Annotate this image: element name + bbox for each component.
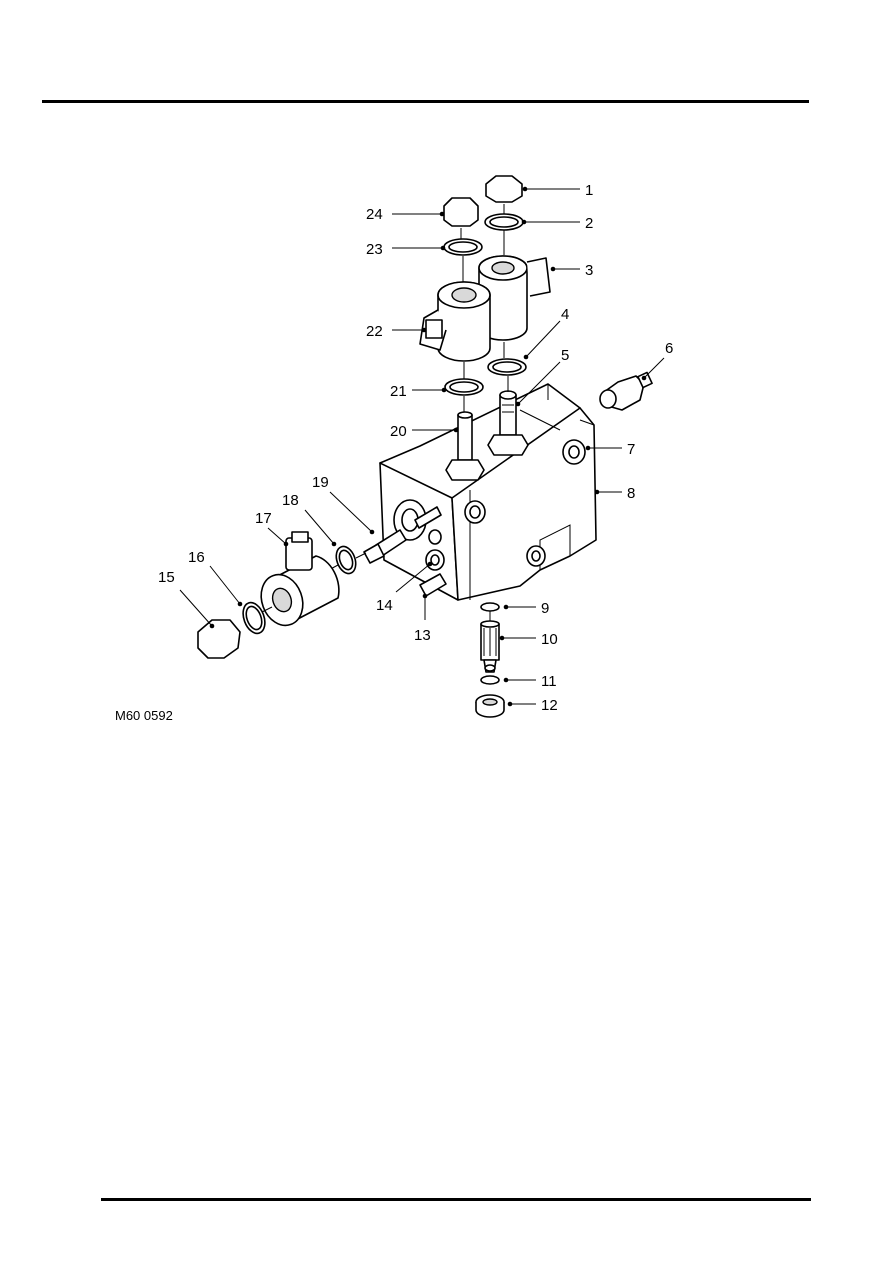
callout-18: 18 <box>282 492 299 509</box>
callout-19: 19 <box>312 474 329 491</box>
callout-9: 9 <box>541 600 549 617</box>
callout-labels: 1 2 3 4 5 6 7 8 9 10 11 12 13 14 15 16 1… <box>158 182 673 714</box>
callout-16: 16 <box>188 549 205 566</box>
callout-11: 11 <box>541 673 557 690</box>
callout-21: 21 <box>390 383 407 400</box>
callout-24: 24 <box>366 206 383 223</box>
solenoid-left <box>419 197 491 412</box>
callout-1: 1 <box>585 182 593 199</box>
callout-10: 10 <box>541 631 558 648</box>
valve-stem-left <box>445 411 485 481</box>
callout-20: 20 <box>390 423 407 440</box>
callout-12: 12 <box>541 697 558 714</box>
figure-reference: M60 0592 <box>115 708 173 723</box>
callout-5: 5 <box>561 347 569 364</box>
callout-2: 2 <box>585 215 593 232</box>
callout-13: 13 <box>414 627 431 644</box>
solenoid-right <box>478 175 551 392</box>
callout-15: 15 <box>158 569 175 586</box>
callout-8: 8 <box>627 485 635 502</box>
callout-3: 3 <box>585 262 593 279</box>
footer-rule <box>101 1198 811 1201</box>
header-rule <box>42 100 809 103</box>
pressure-sensor <box>599 371 653 411</box>
callout-22: 22 <box>366 323 383 340</box>
callout-23: 23 <box>366 241 383 258</box>
callout-17: 17 <box>255 510 272 527</box>
valve-stem-right <box>487 390 529 456</box>
filter-assembly <box>475 602 505 718</box>
valve-block-body <box>379 383 597 601</box>
leader-lines <box>179 186 665 707</box>
solenoid-front <box>197 529 407 659</box>
callout-14: 14 <box>376 597 393 614</box>
callout-6: 6 <box>665 340 673 357</box>
callout-7: 7 <box>627 441 635 458</box>
callout-4: 4 <box>561 306 569 323</box>
